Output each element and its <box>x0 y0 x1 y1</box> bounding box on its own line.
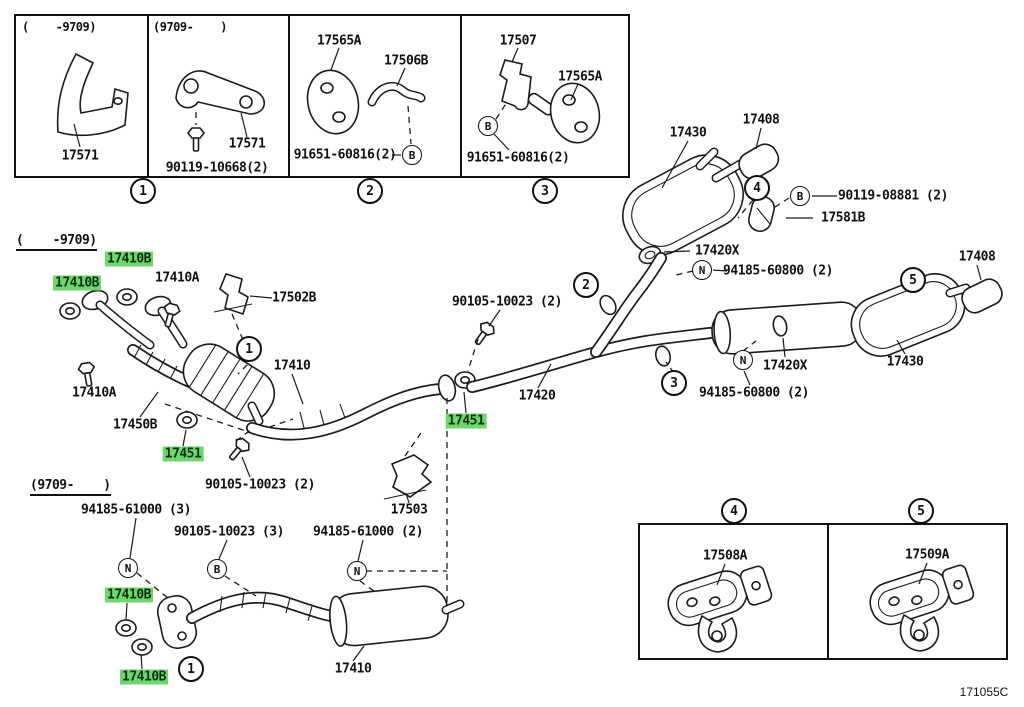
fastener-n-right: N <box>733 350 753 370</box>
part-label-17571-early: 17571 <box>61 148 99 164</box>
fastener-n-late-1: N <box>118 558 138 578</box>
part-label-17508A: 17508A <box>703 548 747 564</box>
part-label-94185-61000-3: 94185-61000 (3) <box>81 502 191 518</box>
part-label-91651-box4: 91651-60816(2) <box>466 150 570 166</box>
part-label-17571-late: 17571 <box>228 136 266 152</box>
rear-muffler-17430-top-art <box>622 140 747 256</box>
bracket-17571-late-art <box>175 70 265 152</box>
part-label-94185-61000-2: 94185-61000 (2) <box>313 524 423 540</box>
part-label-90105-2-low: 90105-10023 (2) <box>205 477 315 493</box>
part-label-17410-late: 17410 <box>334 661 372 677</box>
hook-17506B-art <box>367 67 426 156</box>
front-exhaust-assembly-art <box>59 288 294 434</box>
legend-bottom-frame <box>638 523 1008 660</box>
part-label-17430-top: 17430 <box>669 125 707 141</box>
bracket-17503-art <box>383 432 433 504</box>
hanger-17565A-art <box>306 47 360 135</box>
part-label-17408-top: 17408 <box>742 112 780 128</box>
callout-4-main: 4 <box>744 175 770 201</box>
part-label-17420X-top: 17420X <box>695 243 739 259</box>
part-label-17410B-late-2[interactable]: 17410B <box>120 669 168 685</box>
part-label-17410A-bottom: 17410A <box>72 385 116 401</box>
legend-top-divider-2 <box>288 14 290 178</box>
legend-top-divider-3 <box>460 14 462 178</box>
part-label-17506B: 17506B <box>384 53 428 69</box>
late-front-pipe-art <box>115 517 465 670</box>
part-label-90119-08881: 90119-08881 (2) <box>838 188 948 204</box>
box2-date-range: (9709- ) <box>153 20 227 34</box>
part-label-17408-right: 17408 <box>958 249 996 265</box>
part-label-17507: 17507 <box>499 33 537 49</box>
rear-muffler-17430-right-art <box>850 264 1003 357</box>
clamp-17581B-art <box>737 195 837 232</box>
fastener-b-box4: B <box>478 116 498 136</box>
fastener-n-top: N <box>692 260 712 280</box>
part-label-17410B-early-2[interactable]: 17410B <box>53 275 101 291</box>
part-label-17410-front-pipe: 17410 <box>273 358 311 374</box>
fastener-b-late: B <box>207 559 227 579</box>
part-label-90119-10668: 90119-10668(2) <box>165 160 269 176</box>
early-section-date-range: ( -9709) <box>16 233 97 251</box>
box1-date-range: ( -9709) <box>22 20 96 34</box>
callout-2-legend: 2 <box>357 178 383 204</box>
part-label-91651-box3: 91651-60816(2) <box>293 147 397 163</box>
callout-2-main: 2 <box>573 272 599 298</box>
part-label-90105-2-up: 90105-10023 (2) <box>452 294 562 310</box>
part-label-17451-left[interactable]: 17451 <box>162 446 204 462</box>
part-label-17420X-right: 17420X <box>763 358 807 374</box>
part-label-17451-right[interactable]: 17451 <box>445 413 487 429</box>
hanger-17565A-b-art <box>549 82 601 144</box>
part-label-17502B: 17502B <box>272 290 316 306</box>
callout-5-legend: 5 <box>908 498 934 524</box>
part-label-17503: 17503 <box>390 502 428 518</box>
part-label-17565A-box4: 17565A <box>558 69 602 85</box>
part-label-17410B-late-1[interactable]: 17410B <box>105 587 153 603</box>
legend-top-frame <box>14 14 630 178</box>
late-section-date-range: (9709- ) <box>30 478 111 496</box>
callout-5-main: 5 <box>900 267 926 293</box>
legend-top-divider-1 <box>147 14 149 178</box>
part-label-17565A-box3: 17565A <box>317 33 361 49</box>
callout-1-main: 1 <box>236 336 262 362</box>
callout-3-legend: 3 <box>532 178 558 204</box>
callout-3-main: 3 <box>661 370 687 396</box>
front-pipe-17410-art <box>139 371 476 610</box>
diagram-code: 171055C <box>959 685 1009 699</box>
part-label-17410A-top: 17410A <box>155 270 199 286</box>
fastener-n-late-2: N <box>347 561 367 581</box>
callout-1-legend: 1 <box>130 178 156 204</box>
part-label-17410B-early-1[interactable]: 17410B <box>105 251 153 267</box>
part-label-17430-right: 17430 <box>886 354 924 370</box>
callout-1-late: 1 <box>178 656 204 682</box>
part-label-17450B: 17450B <box>113 417 157 433</box>
bracket-17502B-art <box>213 273 273 341</box>
part-label-17581B: 17581B <box>821 210 865 226</box>
tailpipe-tip-17408-top-art <box>738 127 780 180</box>
bracket-17571-early-art <box>56 52 129 148</box>
fastener-b-box3: B <box>402 145 422 165</box>
part-label-17420: 17420 <box>518 388 556 404</box>
legend-bottom-divider <box>827 523 829 660</box>
part-label-17509A: 17509A <box>905 547 949 563</box>
part-label-90105-3: 90105-10023 (3) <box>174 524 284 540</box>
part-label-94185-60800-top: 94185-60800 (2) <box>723 263 833 279</box>
callout-4-legend: 4 <box>721 498 747 524</box>
fastener-b-top: B <box>790 186 810 206</box>
part-label-94185-60800-right: 94185-60800 (2) <box>699 385 809 401</box>
bracket-17507-art <box>493 47 555 151</box>
